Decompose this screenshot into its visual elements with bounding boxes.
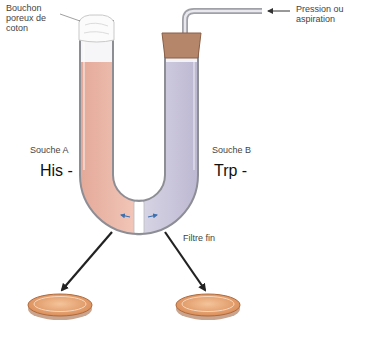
genotype-label: Trp - — [214, 162, 264, 180]
genotype-label: His - — [40, 162, 80, 180]
strain-label: Souche B — [212, 146, 262, 156]
strain-label: Souche A — [30, 146, 78, 156]
part-label: Bouchon poreux de coton — [6, 4, 62, 34]
part-label: Filtre fin — [183, 234, 243, 244]
part-label: Pression ou aspiration — [296, 5, 376, 25]
